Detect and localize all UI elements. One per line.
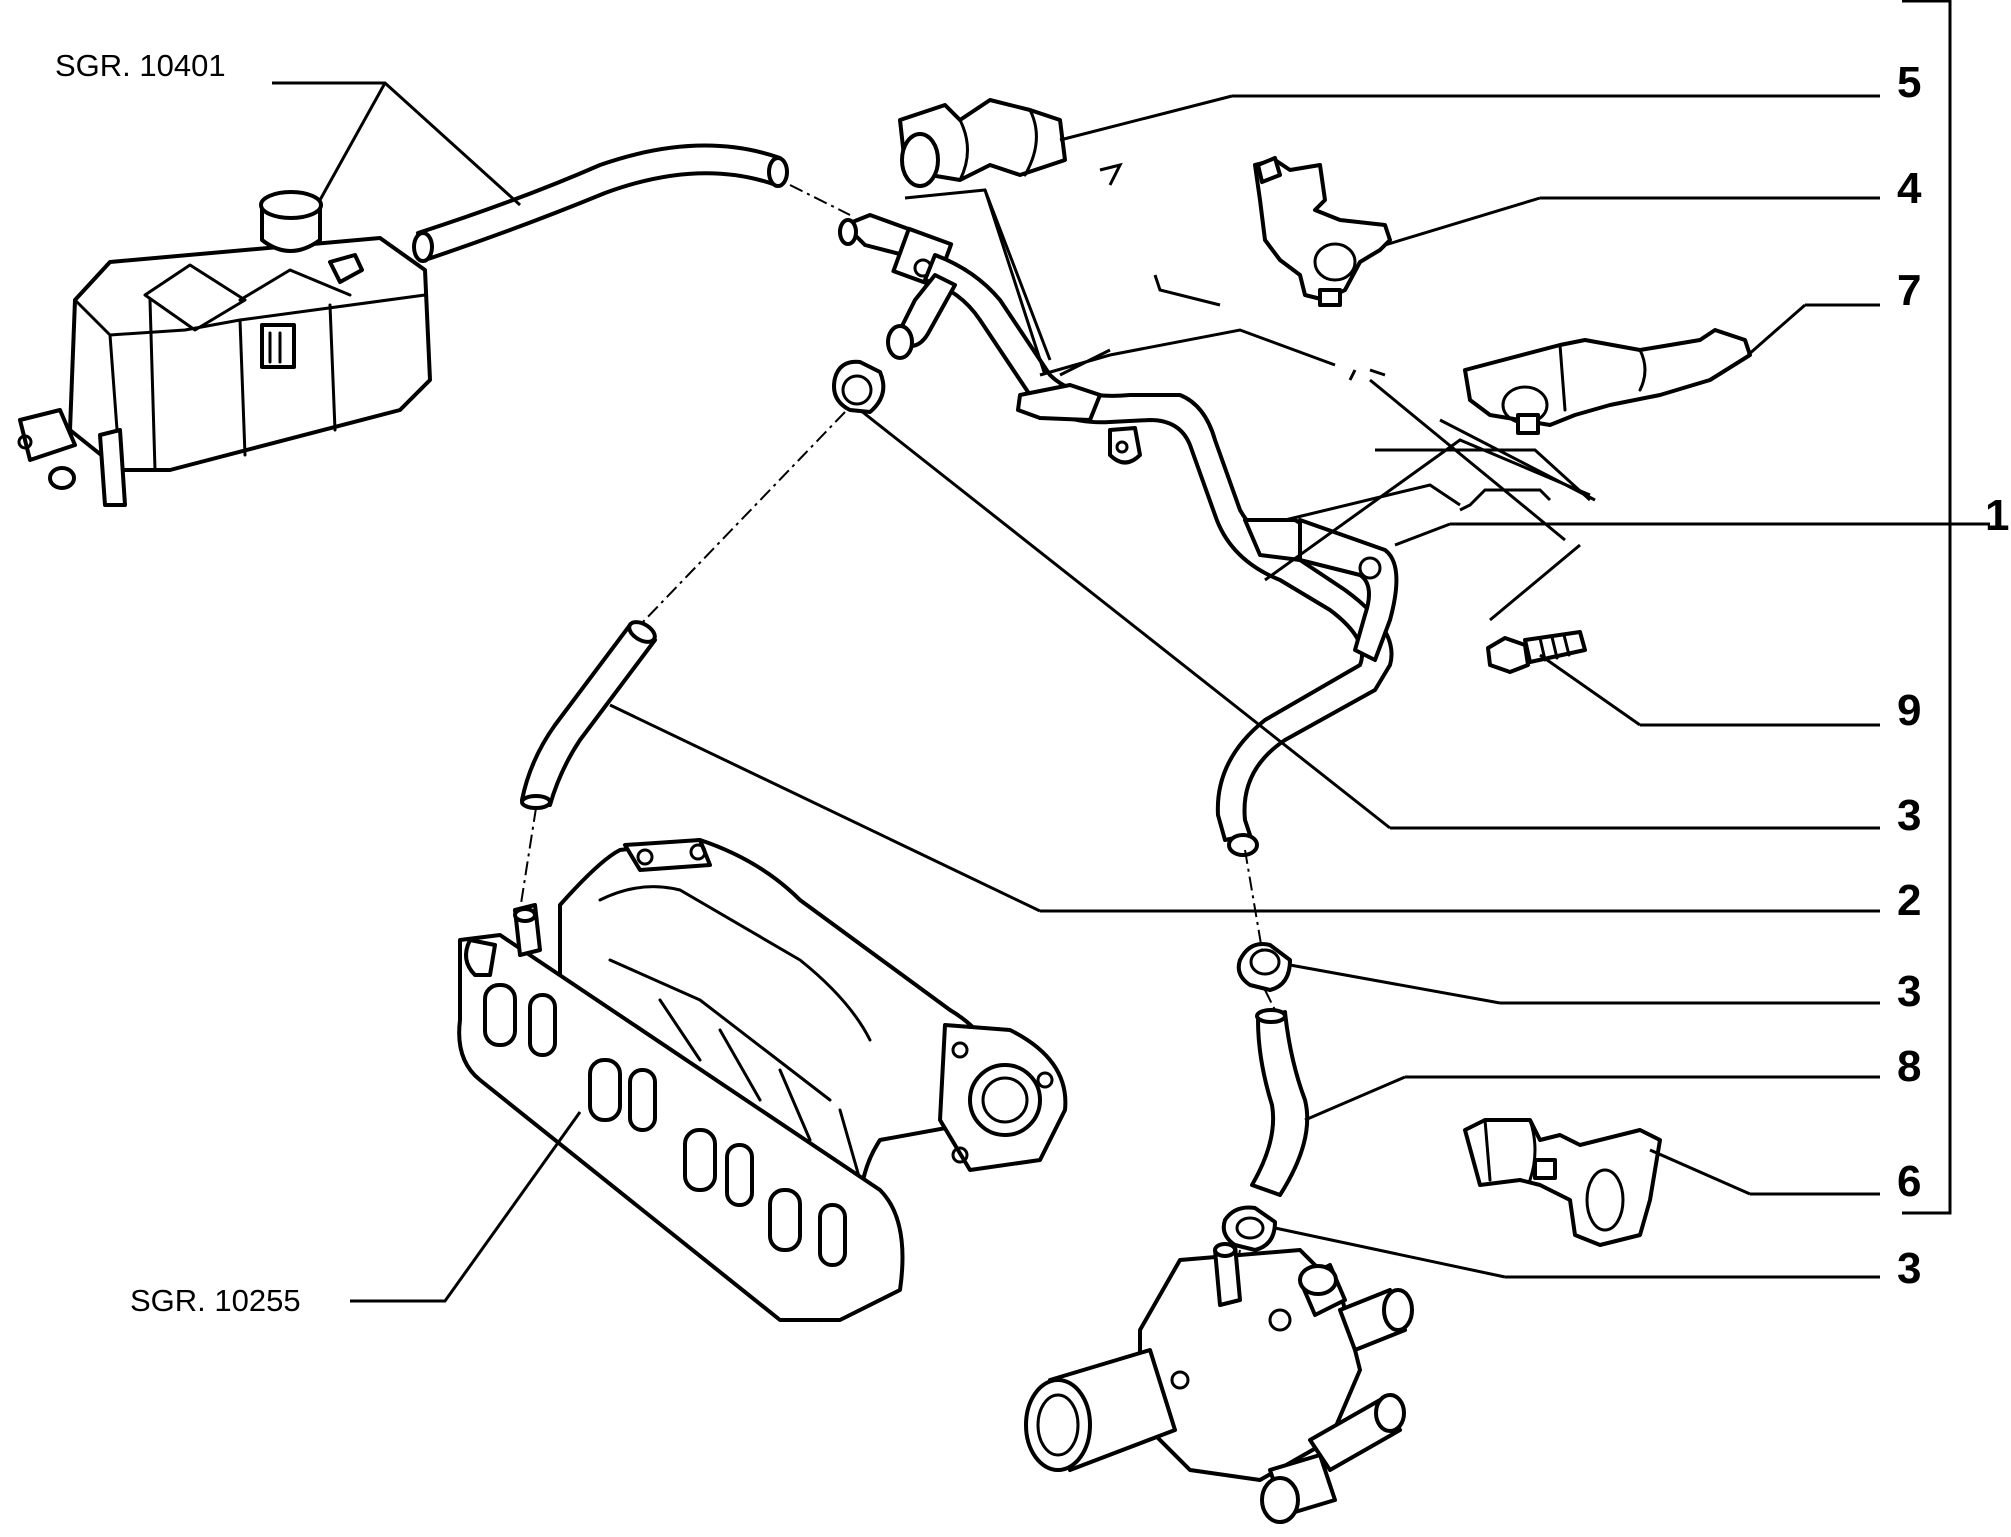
axis-line xyxy=(789,184,851,216)
reference-label-expansion-tank: SGR. 10401 xyxy=(55,48,226,83)
axis-line xyxy=(639,411,846,626)
lower-hose xyxy=(1250,1008,1310,1197)
callout-3-lower: 3 xyxy=(1897,1244,1921,1293)
clip-5 xyxy=(898,98,1067,188)
clip-6 xyxy=(1463,1118,1662,1247)
middle-hose xyxy=(520,620,657,810)
callout-3-upper: 3 xyxy=(1897,791,1921,840)
hose-clamp-lower xyxy=(1221,1205,1277,1252)
callout-9: 9 xyxy=(1897,686,1921,735)
clip-4 xyxy=(1253,156,1392,307)
axis-line xyxy=(1244,849,1263,951)
callout-6: 6 xyxy=(1897,1157,1921,1206)
reference-label-intake-manifold: SGR. 10255 xyxy=(130,1283,301,1318)
callout-3-middle: 3 xyxy=(1897,967,1921,1016)
bolt-9 xyxy=(1486,630,1587,674)
callout-7: 7 xyxy=(1897,266,1921,315)
callout-4: 4 xyxy=(1897,164,1922,213)
hose-clamp-middle xyxy=(1236,942,1292,992)
intake-manifold xyxy=(457,838,1068,1322)
axis-line xyxy=(1264,989,1276,1011)
callout-2: 2 xyxy=(1897,876,1921,925)
axis-line xyxy=(519,807,537,911)
clip-7 xyxy=(1463,328,1752,435)
coolant-pipe xyxy=(838,213,1399,857)
expansion-tank xyxy=(17,190,432,507)
upper-hose xyxy=(412,143,789,263)
assembly-bracket xyxy=(1902,0,1952,1215)
callout-8: 8 xyxy=(1897,1042,1921,1091)
thermostat-housing xyxy=(1024,1242,1414,1524)
hose-clamp-upper xyxy=(832,359,886,414)
callout-5: 5 xyxy=(1897,58,1921,107)
assembly-guide-lines xyxy=(904,162,1596,622)
callout-1: 1 xyxy=(1985,491,2009,540)
leader-lines xyxy=(272,81,1990,1303)
